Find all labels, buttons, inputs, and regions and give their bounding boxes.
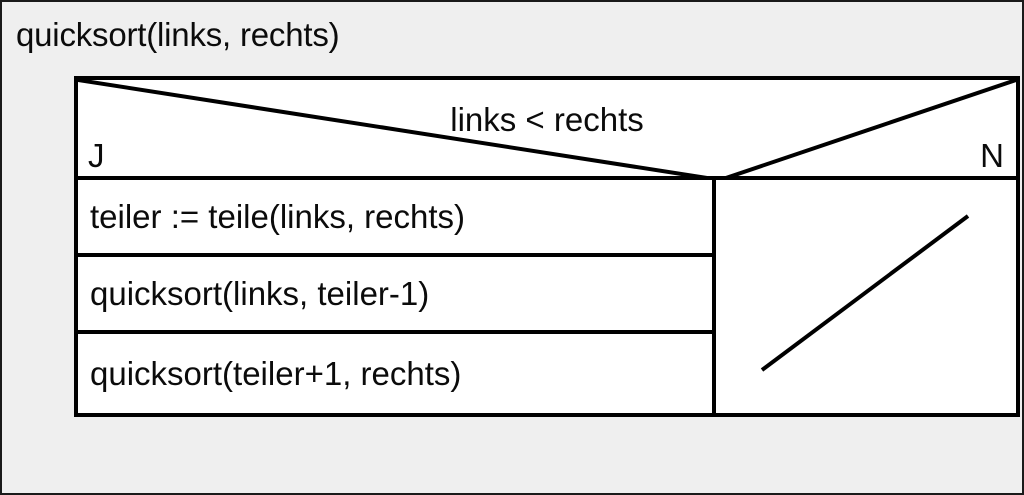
statement-block: quicksort(teiler+1, rechts) — [90, 354, 462, 392]
structogram-box: links < rechts J N teiler := teile(links… — [74, 76, 1020, 417]
no-branch — [716, 180, 1016, 413]
statement-block: teiler := teile(links, rechts) — [78, 180, 712, 257]
decision-header: links < rechts J N — [78, 80, 1016, 180]
decision-diagonals-icon — [78, 80, 1016, 176]
page-title: quicksort(links, rechts) — [16, 16, 340, 53]
yes-branch: teiler := teile(links, rechts) quicksort… — [78, 180, 716, 413]
branch-label-yes: J — [88, 137, 105, 174]
branch-label-no: N — [980, 137, 1004, 174]
branch-container: teiler := teile(links, rechts) quicksort… — [78, 180, 1016, 413]
empty-statement-diagonal-icon — [760, 214, 970, 372]
statement-block: quicksort(links, teiler-1) — [78, 257, 712, 334]
